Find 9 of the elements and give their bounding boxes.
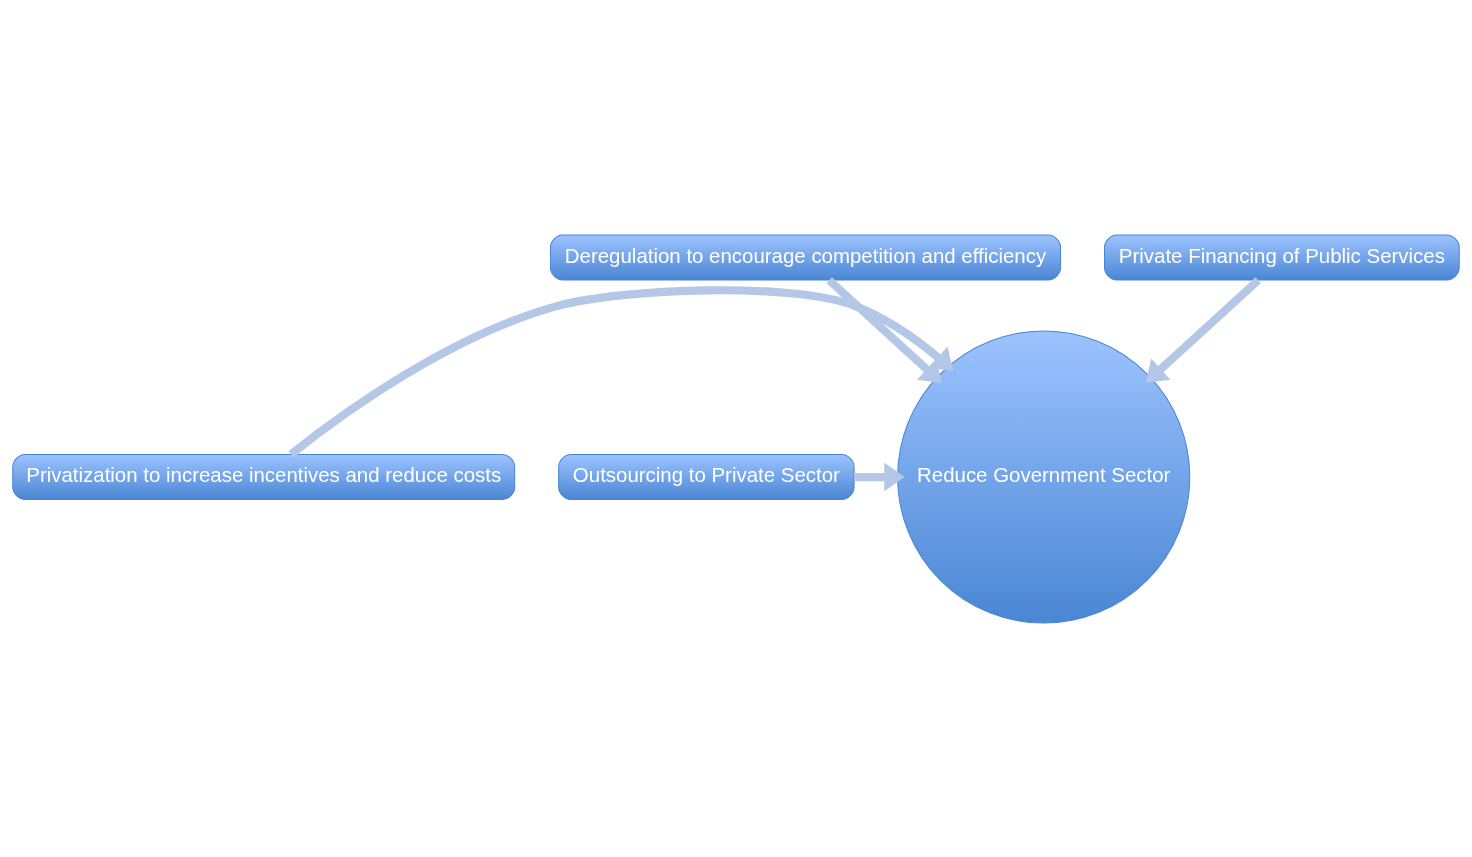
arrow (854, 462, 905, 491)
node-box: Privatization to increase incentives and reduce costs (12, 453, 516, 500)
node-box: Deregulation to encourage competition and efficiency (549, 234, 1062, 281)
arrow (288, 285, 954, 457)
arrow (1145, 276, 1261, 383)
node-circle: Reduce Government Sector (897, 330, 1191, 624)
arrow (826, 276, 942, 383)
node-box: Outsourcing to Private Sector (558, 453, 855, 500)
node-box: Private Financing of Public Services (1104, 234, 1460, 281)
